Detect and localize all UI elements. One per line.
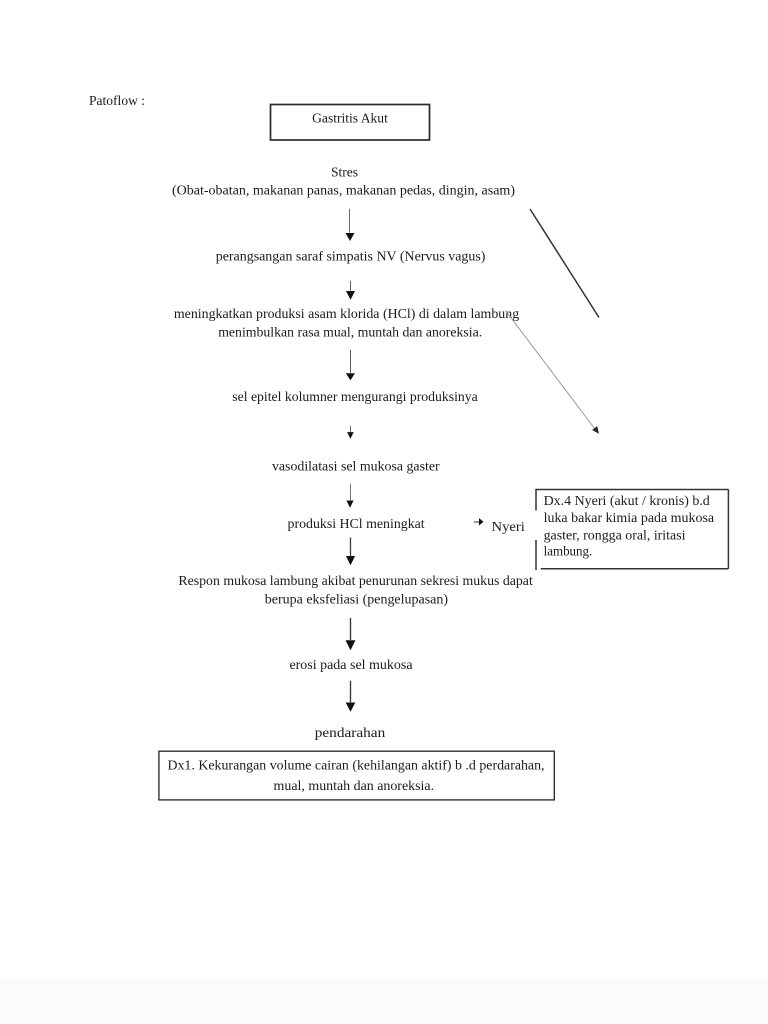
svg-text:Patoflow :: Patoflow :	[89, 94, 145, 109]
svg-text:Respon mukosa lambung akibat p: Respon mukosa lambung akibat penurunan s…	[178, 574, 533, 589]
svg-text:Nyeri: Nyeri	[492, 520, 526, 535]
svg-text:vasodilatasi sel mukosa gaster: vasodilatasi sel mukosa gaster	[272, 460, 440, 475]
svg-text:gaster, rongga oral, iritasi: gaster, rongga oral, iritasi	[544, 528, 686, 543]
svg-text:menimbulkan rasa mual, muntah: menimbulkan rasa mual, muntah dan anorek…	[218, 326, 482, 341]
svg-text:(Obat-obatan, makanan panas, m: (Obat-obatan, makanan panas, makanan ped…	[172, 184, 515, 199]
svg-text:meningkatkan produksi asam klo: meningkatkan produksi asam klorida (HCl)…	[174, 307, 519, 322]
svg-text:Dx.4 Nyeri (akut / kronis) b.d: Dx.4 Nyeri (akut / kronis) b.d	[544, 494, 710, 509]
svg-text:erosi pada sel mukosa: erosi pada sel mukosa	[289, 658, 413, 673]
svg-text:Stres: Stres	[331, 166, 358, 181]
svg-text:Gastritis Akut: Gastritis Akut	[312, 112, 388, 127]
svg-text:berupa eksfeliasi (pengelupasa: berupa eksfeliasi (pengelupasan)	[265, 593, 449, 608]
svg-text:mual, muntah dan anoreksia.: mual, muntah dan anoreksia.	[274, 779, 435, 794]
svg-text:lambung.: lambung.	[544, 544, 593, 559]
svg-text:perangsangan saraf simpatis NV: perangsangan saraf simpatis NV (Nervus v…	[216, 250, 486, 265]
svg-text:pendarahan: pendarahan	[315, 726, 386, 741]
svg-text:Dx1. Kekurangan volume cairan: Dx1. Kekurangan volume cairan (kehilanga…	[167, 759, 544, 774]
svg-text:sel epitel kolumner mengurangi: sel epitel kolumner mengurangi produksin…	[232, 390, 478, 405]
svg-text:luka bakar kimia pada mukosa: luka bakar kimia pada mukosa	[544, 511, 715, 526]
svg-text:produksi HCl meningkat: produksi HCl meningkat	[288, 517, 425, 532]
